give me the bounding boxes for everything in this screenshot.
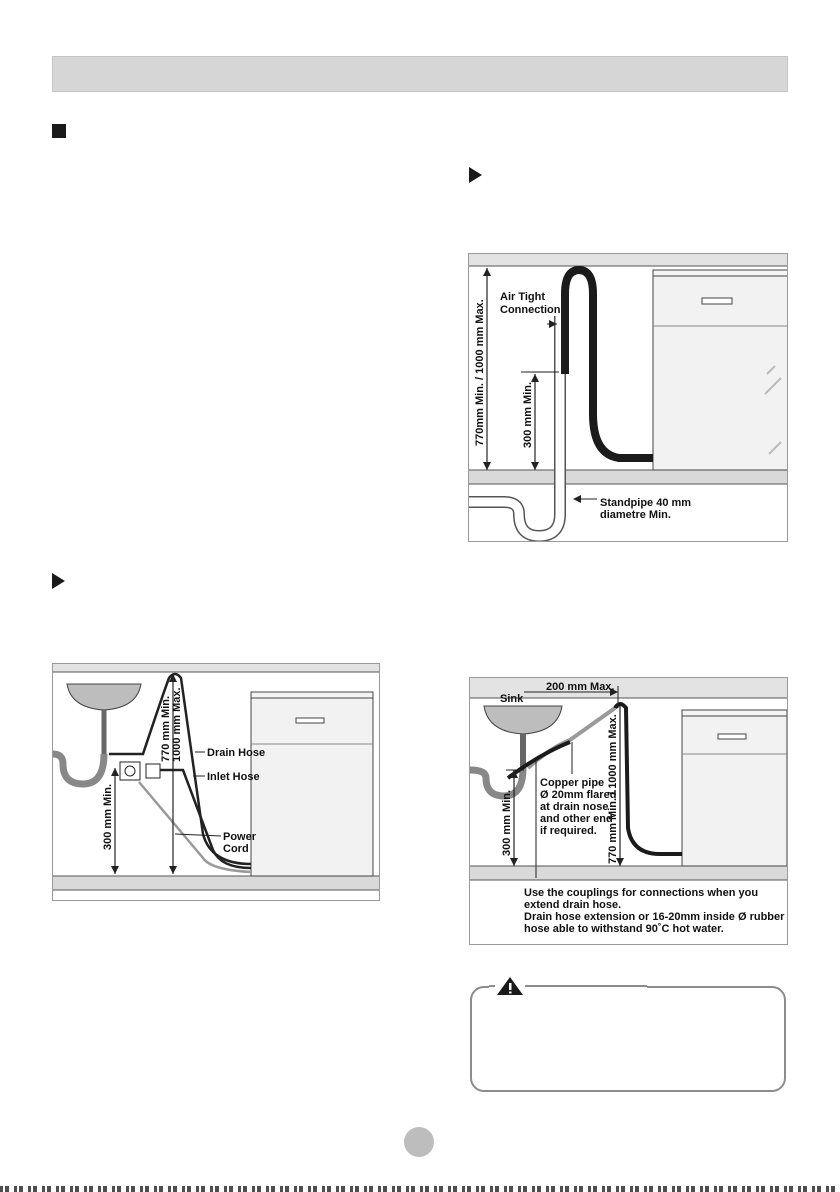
sink-illustration	[470, 705, 563, 800]
copper-note-4: and other end	[540, 813, 613, 825]
inlet-hose-illustration	[160, 768, 252, 870]
standpipe-min-label: 300 mm Min.	[522, 382, 534, 448]
couplings-note-4: hose able to withstand 90˚C hot water.	[524, 923, 724, 935]
drain-standpipe-diagram: Air Tight Connection 770mm Min. / 1000 m…	[468, 253, 788, 542]
copper-note-5: if required.	[540, 825, 597, 837]
warning-triangle-icon	[497, 977, 523, 995]
copper-note-2: Ø 20mm flared	[540, 789, 616, 801]
sink-drain-diagram: Sink 200 mm Max. Copper pipe Ø 20mm flar…	[469, 677, 788, 945]
copper-note-3: at drain nose	[540, 801, 608, 813]
drain-hose-illustration	[109, 672, 252, 866]
power-cord-label-1: Power	[223, 831, 257, 843]
section-header-bar	[52, 56, 788, 92]
copper-note-1: Copper pipe	[540, 777, 604, 789]
dishwasher-illustration	[250, 691, 374, 877]
sink-label: Sink	[500, 693, 524, 705]
couplings-note-2: extend drain hose.	[524, 899, 621, 911]
air-tight-label-1: Air Tight	[500, 291, 545, 303]
height-range-label: 770mm Min. / 1000 mm Max.	[474, 299, 486, 446]
air-tight-label-2: Connection	[500, 304, 561, 316]
plug-icon	[145, 763, 161, 779]
horizontal-max-label: 200 mm Max.	[546, 681, 614, 693]
play-arrow-icon	[469, 167, 482, 183]
inlet-hose-label: Inlet Hose	[207, 771, 260, 783]
height-range-label-2: 1000 mm Max.	[171, 687, 183, 762]
height-range-label-1: 770 mm Min.	[160, 696, 172, 762]
section-bullet-icon	[52, 124, 66, 138]
drain-hose-illustration	[561, 265, 653, 462]
height-range-label: 770 mm Min. / 1000 mm Max.	[607, 714, 619, 864]
height-min-label: 300 mm Min.	[501, 790, 513, 856]
sink-illustration	[53, 683, 142, 788]
height-min-label: 300 mm Min.	[102, 784, 114, 850]
dishwasher-illustration	[681, 709, 787, 867]
couplings-note-3: Drain hose extension or 16-20mm inside Ø…	[524, 911, 785, 923]
hose-connections-diagram: Drain Hose Inlet Hose Power Cord 300 mm …	[52, 663, 380, 901]
drain-hose-illustration	[613, 702, 682, 856]
standpipe-illustration	[469, 316, 566, 541]
couplings-note-1: Use the couplings for connections when y…	[524, 887, 758, 899]
power-cord-illustration	[138, 781, 252, 874]
page-number-badge	[404, 1127, 434, 1157]
standpipe-note-2: diametre Min.	[600, 509, 671, 521]
power-cord-label-2: Cord	[223, 843, 249, 855]
drain-hose-label: Drain Hose	[207, 747, 265, 759]
play-arrow-icon	[52, 573, 65, 589]
dishwasher-illustration	[652, 269, 787, 471]
warning-box	[470, 986, 786, 1092]
footer-strip	[0, 1186, 840, 1192]
power-outlet-icon	[119, 761, 141, 781]
standpipe-note-1: Standpipe 40 mm	[600, 497, 691, 509]
